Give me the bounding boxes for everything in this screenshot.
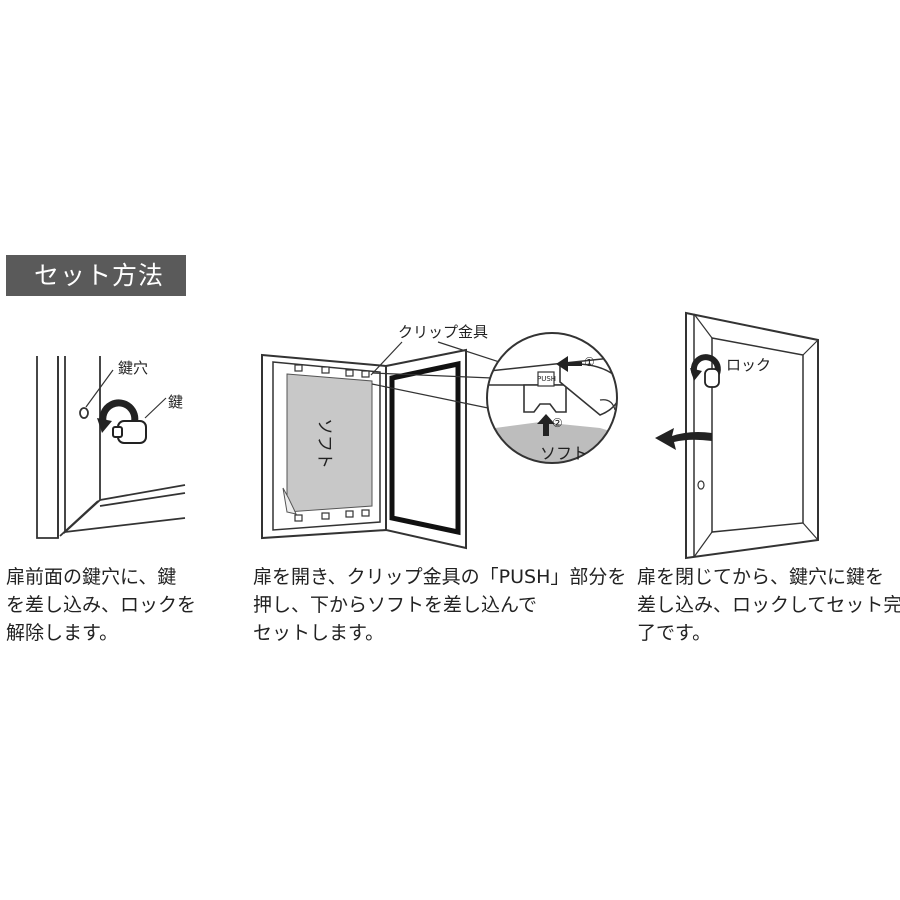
step3-line-1: 扉を閉じてから、鍵穴に鍵を xyxy=(637,566,885,588)
step2-line-3: セットします。 xyxy=(253,622,385,644)
clip-zoom-detail xyxy=(371,332,618,464)
step3-line-3: 了です。 xyxy=(637,622,712,644)
lock-label: ロック xyxy=(726,356,772,374)
step-number-1: ① xyxy=(584,355,595,369)
clip-label: クリップ金具 xyxy=(398,323,489,341)
step3-closed-door xyxy=(685,311,819,560)
step2-line-2: 押し、下からソフトを差し込んで xyxy=(253,594,538,616)
soft-zoom-label: ソフト xyxy=(540,444,589,463)
key-rotate-icon xyxy=(97,399,147,444)
keyhole-label: 鍵穴 xyxy=(118,359,149,377)
key-label: 鍵 xyxy=(168,393,184,411)
step1-description: 扉前面の鍵穴に、鍵 を差し込み、ロックを 解除します。 xyxy=(6,563,196,647)
step1-line-1: 扉前面の鍵穴に、鍵 xyxy=(6,566,177,588)
step2-open-cabinet xyxy=(261,341,531,550)
step2-description: 扉を開き、クリップ金具の「PUSH」部分を 押し、下からソフトを差し込んで セッ… xyxy=(253,563,626,647)
step-number-2: ② xyxy=(552,416,563,430)
section-title: セット方法 xyxy=(6,255,186,296)
push-label: PUSH xyxy=(537,375,557,383)
step1-line-3: 解除します。 xyxy=(6,622,119,644)
step1-door-closeup xyxy=(36,356,186,539)
soft-poster-label: ソフト xyxy=(314,418,334,469)
close-direction-arrow xyxy=(655,428,712,450)
step3-line-2: 差し込み、ロックしてセット完 xyxy=(637,594,900,616)
step1-line-2: を差し込み、ロックを xyxy=(6,594,197,616)
lock-rotate-icon xyxy=(690,354,721,388)
step2-line-1: 扉を開き、クリップ金具の「PUSH」部分を xyxy=(253,566,627,588)
step3-description: 扉を閉じてから、鍵穴に鍵を 差し込み、ロックしてセット完 了です。 xyxy=(637,563,900,647)
